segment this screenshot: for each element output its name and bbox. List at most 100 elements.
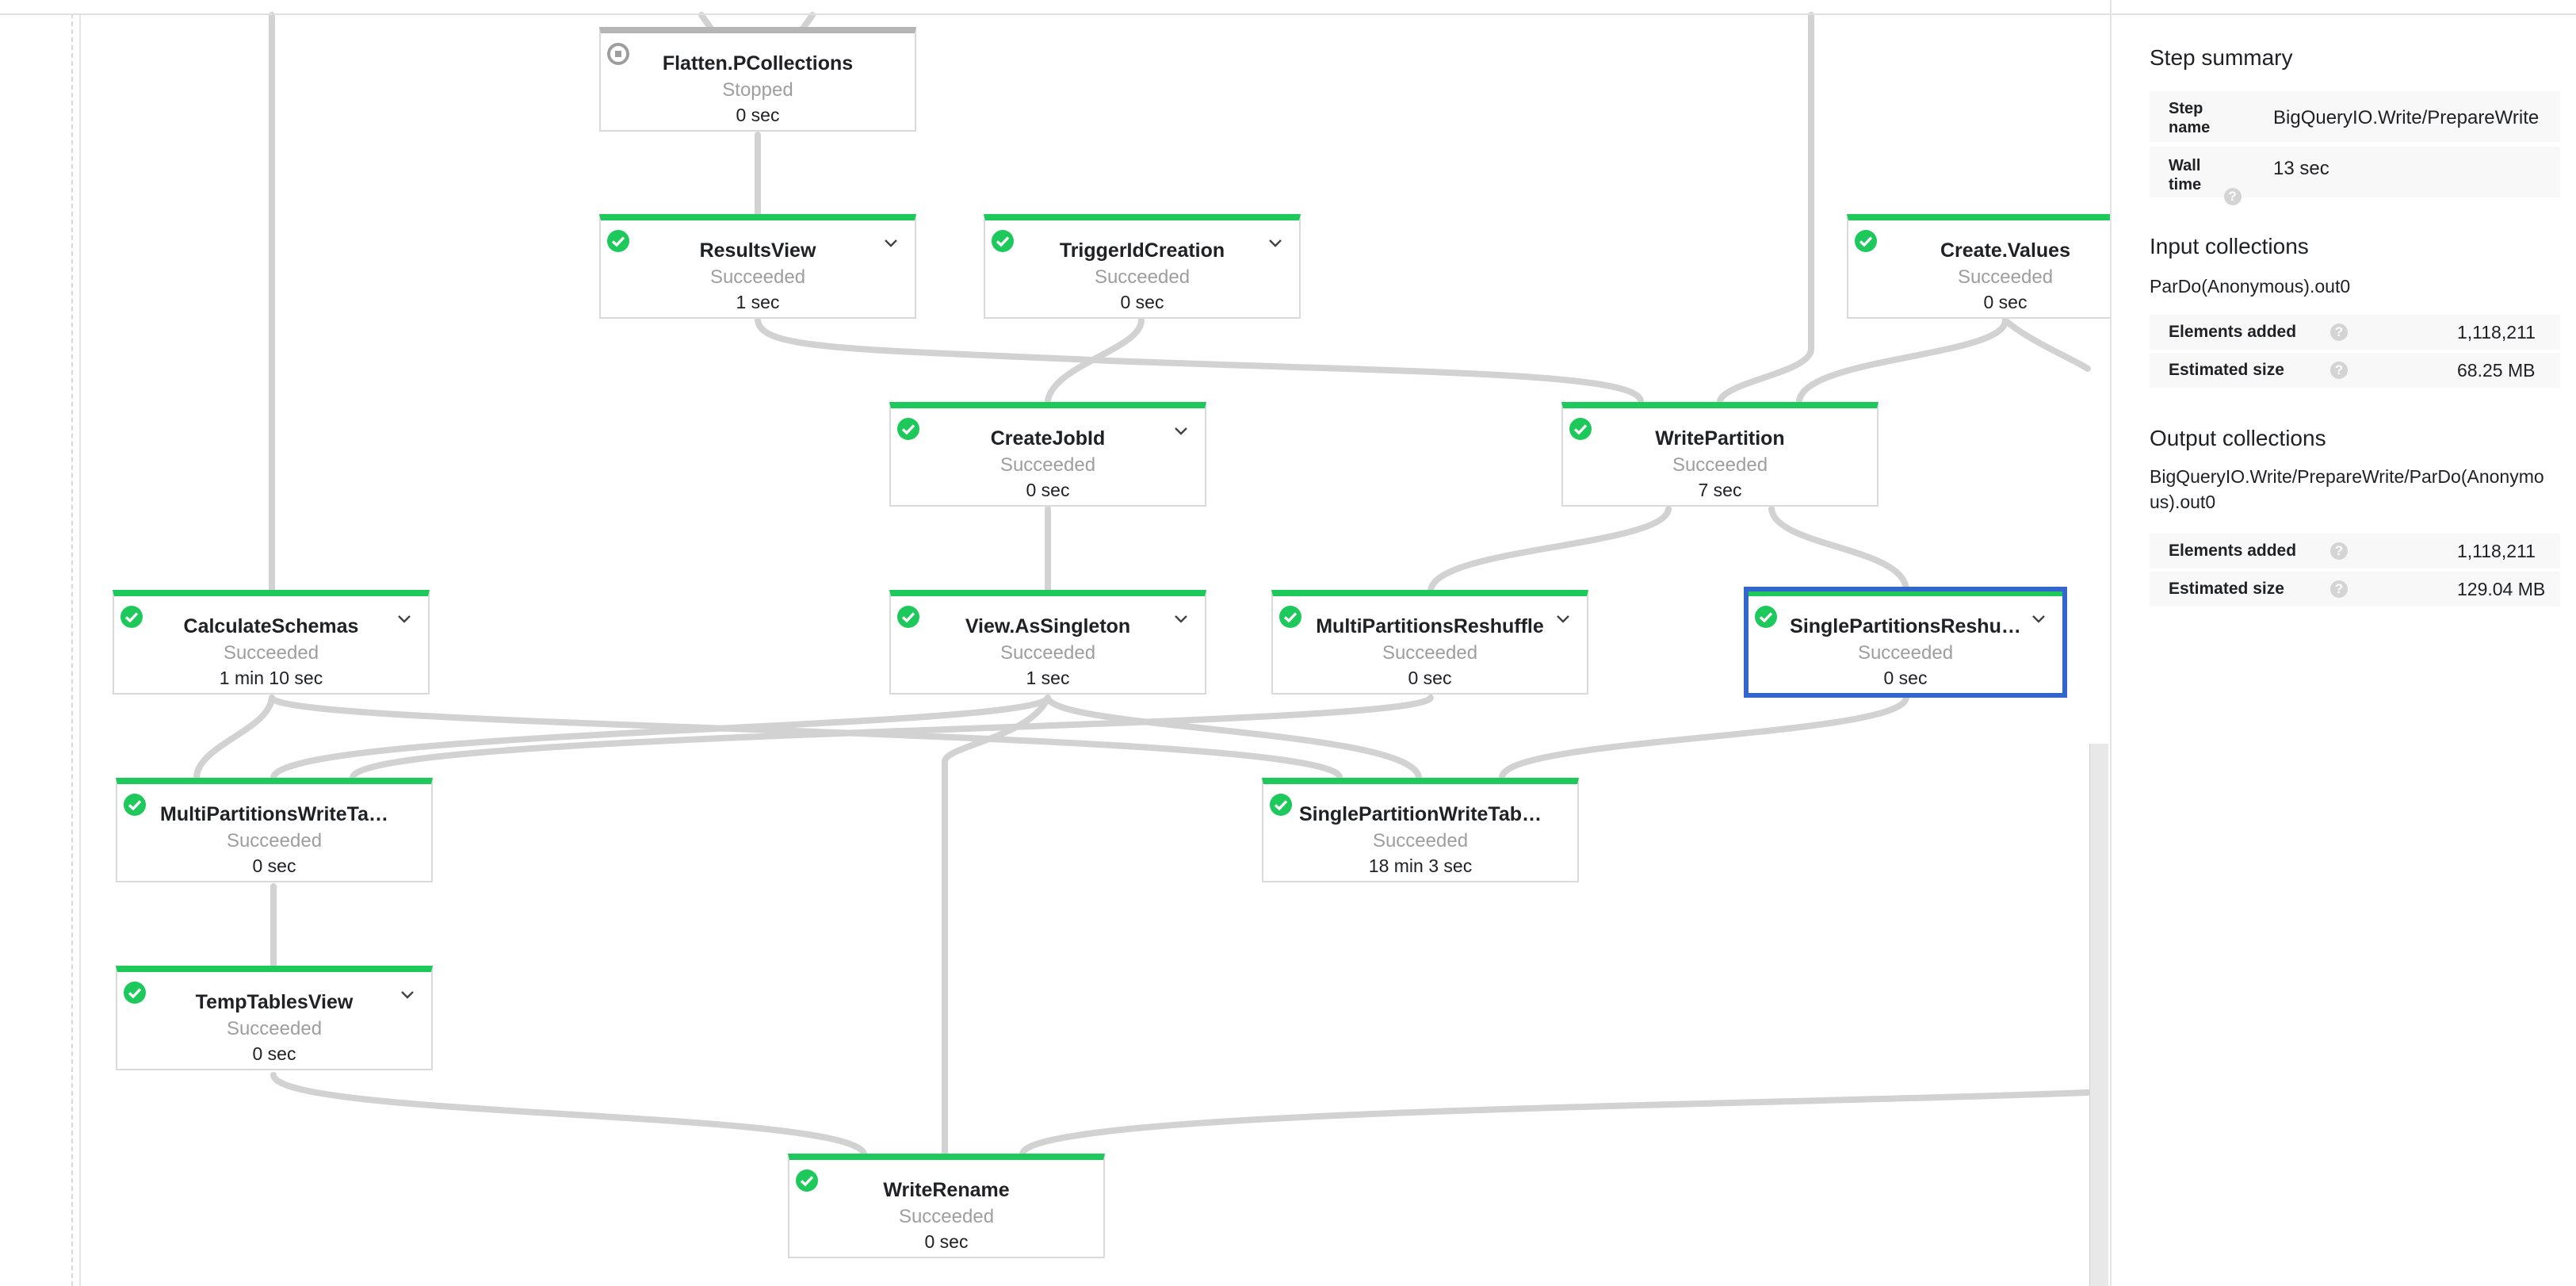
step-title: CalculateSchemas bbox=[183, 615, 359, 637]
step-node-multipartitionsreshuffle[interactable]: MultiPartitionsReshuffle Succeeded 0 sec bbox=[1271, 590, 1588, 695]
check-circle-icon bbox=[124, 794, 146, 816]
step-time: 18 min 3 sec bbox=[1368, 855, 1473, 876]
check-circle-icon bbox=[1569, 418, 1592, 440]
chevron-down-icon[interactable] bbox=[395, 609, 414, 628]
top-divider bbox=[0, 13, 2576, 15]
step-status: Succeeded bbox=[1957, 266, 2054, 288]
panel-divider[interactable] bbox=[2110, 0, 2112, 1286]
wall-time-value: 13 sec bbox=[2273, 158, 2329, 179]
estimated-size-label: Estimated size bbox=[2169, 361, 2284, 379]
edge bbox=[755, 317, 1644, 404]
edge bbox=[1717, 346, 1814, 404]
step-title: Create.Values bbox=[1940, 239, 2070, 262]
edge bbox=[1796, 317, 2008, 404]
graph-guide-line bbox=[71, 13, 73, 1286]
graph-edges bbox=[193, 12, 2091, 1157]
chevron-down-icon[interactable] bbox=[1266, 233, 1285, 252]
elements-added-label: Elements added bbox=[2169, 542, 2297, 560]
edge bbox=[350, 695, 1434, 780]
step-name-row: Step name BigQueryIO.Write/PrepareWrite bbox=[2150, 91, 2560, 142]
check-circle-icon bbox=[1755, 606, 1777, 628]
step-status: Succeeded bbox=[1094, 266, 1191, 288]
chevron-down-icon[interactable] bbox=[881, 233, 900, 252]
check-circle-icon bbox=[1270, 794, 1292, 816]
check-circle-icon bbox=[607, 230, 629, 252]
help-icon[interactable]: ? bbox=[2330, 542, 2348, 560]
step-node-temptablesview[interactable]: TempTablesView Succeeded 0 sec bbox=[116, 966, 433, 1070]
input-collection-name: ParDo(Anonymous).out0 bbox=[2150, 276, 2351, 297]
step-name-value: BigQueryIO.Write/PrepareWrite bbox=[2273, 107, 2540, 128]
edge bbox=[269, 695, 1343, 780]
step-title: ResultsView bbox=[699, 239, 816, 262]
check-circle-icon bbox=[1855, 230, 1877, 252]
step-node-singlepartitionwritetables[interactable]: SinglePartitionWriteTab… Succeeded 18 mi… bbox=[1262, 778, 1579, 882]
step-node-triggeridcreation[interactable]: TriggerIdCreation Succeeded 0 sec bbox=[984, 214, 1301, 319]
estimated-size-label: Estimated size bbox=[2169, 580, 2284, 598]
step-time: 1 sec bbox=[1026, 668, 1070, 688]
check-circle-icon bbox=[120, 606, 143, 628]
chevron-down-icon[interactable] bbox=[1171, 609, 1191, 628]
step-node-calculateschemas[interactable]: CalculateSchemas Succeeded 1 min 10 sec bbox=[113, 590, 430, 695]
output-elements-row: Elements added ? 1,118,211 bbox=[2150, 534, 2560, 568]
step-status: Succeeded bbox=[226, 830, 323, 852]
chevron-down-icon[interactable] bbox=[1554, 609, 1573, 628]
edge bbox=[1768, 506, 1909, 594]
graph-scrollbar[interactable] bbox=[2089, 744, 2108, 1286]
step-node-flatten-pcollections[interactable]: Flatten.PCollections Stopped 0 sec bbox=[599, 27, 916, 132]
chevron-down-icon[interactable] bbox=[2029, 609, 2048, 628]
edge bbox=[942, 695, 1051, 1157]
stopped-status-icon bbox=[607, 43, 629, 65]
wall-time-label: Wall time ? bbox=[2169, 156, 2264, 205]
step-time: 0 sec bbox=[1883, 668, 1928, 688]
help-icon[interactable]: ? bbox=[2330, 362, 2348, 379]
step-status: Succeeded bbox=[999, 454, 1096, 476]
step-status: Succeeded bbox=[226, 1018, 323, 1039]
step-time: 0 sec bbox=[1120, 292, 1164, 312]
step-title: MultiPartitionsWriteTa… bbox=[160, 803, 388, 825]
input-size-row: Estimated size ? 68.25 MB bbox=[2150, 353, 2560, 388]
step-title: MultiPartitionsReshuffle bbox=[1316, 615, 1544, 637]
help-icon[interactable]: ? bbox=[2330, 580, 2348, 598]
pipeline-graph-canvas[interactable]: Flatten.PCollections Stopped 0 sec Resul… bbox=[0, 0, 2116, 1286]
step-time: 0 sec bbox=[1026, 480, 1070, 500]
step-node-singlepartitionsreshuffle[interactable]: SinglePartitionsReshu… Succeeded 0 sec bbox=[1744, 587, 2067, 698]
step-title: TempTablesView bbox=[195, 991, 354, 1013]
edge bbox=[1499, 695, 1909, 780]
step-status: Succeeded bbox=[1672, 454, 1768, 476]
step-time: 1 sec bbox=[736, 292, 780, 312]
step-summary-heading: Step summary bbox=[2150, 45, 2293, 70]
step-node-create-values[interactable]: Create.Values Succeeded 0 sec bbox=[1847, 214, 2116, 319]
wall-time-row: Wall time ? 13 sec bbox=[2150, 147, 2560, 205]
step-node-view-assingleton[interactable]: View.AsSingleton Succeeded 1 sec bbox=[889, 590, 1206, 695]
step-node-writerename[interactable]: WriteRename Succeeded 0 sec bbox=[788, 1154, 1105, 1258]
step-time: 0 sec bbox=[252, 1043, 296, 1064]
step-node-multipartitionswritetables[interactable]: MultiPartitionsWriteTa… Succeeded 0 sec bbox=[116, 778, 433, 882]
estimated-size-value: 68.25 MB bbox=[2457, 360, 2536, 381]
edge bbox=[270, 695, 1051, 780]
elements-added-value: 1,118,211 bbox=[2457, 322, 2536, 343]
step-name-label: Step name bbox=[2169, 100, 2211, 136]
help-icon[interactable]: ? bbox=[2223, 187, 2242, 205]
edge bbox=[1045, 317, 1145, 404]
step-info-panel: Step summary Step name BigQueryIO.Write/… bbox=[2112, 15, 2576, 1286]
chevron-down-icon[interactable] bbox=[398, 985, 417, 1004]
check-circle-icon bbox=[1279, 606, 1301, 628]
step-title: CreateJobId bbox=[990, 427, 1106, 450]
step-title: TriggerIdCreation bbox=[1059, 239, 1225, 262]
edge bbox=[270, 1072, 867, 1157]
step-node-resultsview[interactable]: ResultsView Succeeded 1 sec bbox=[599, 214, 916, 319]
step-node-writepartition[interactable]: WritePartition Succeeded 7 sec bbox=[1561, 402, 1878, 507]
help-icon[interactable]: ? bbox=[2330, 323, 2348, 341]
chevron-down-icon[interactable] bbox=[1171, 421, 1191, 440]
step-status: Succeeded bbox=[999, 642, 1096, 664]
step-node-createjobid[interactable]: CreateJobId Succeeded 0 sec bbox=[889, 402, 1206, 507]
edge bbox=[1019, 1089, 2091, 1157]
step-time: 0 sec bbox=[1408, 668, 1452, 688]
step-title: WriteRename bbox=[883, 1179, 1010, 1201]
check-circle-icon bbox=[124, 982, 146, 1004]
edge bbox=[1045, 695, 1422, 780]
wall-time-label-text: Wall time bbox=[2169, 157, 2202, 193]
check-circle-icon bbox=[796, 1169, 818, 1192]
step-status: Stopped bbox=[722, 79, 793, 101]
step-title: WritePartition bbox=[1655, 427, 1785, 450]
